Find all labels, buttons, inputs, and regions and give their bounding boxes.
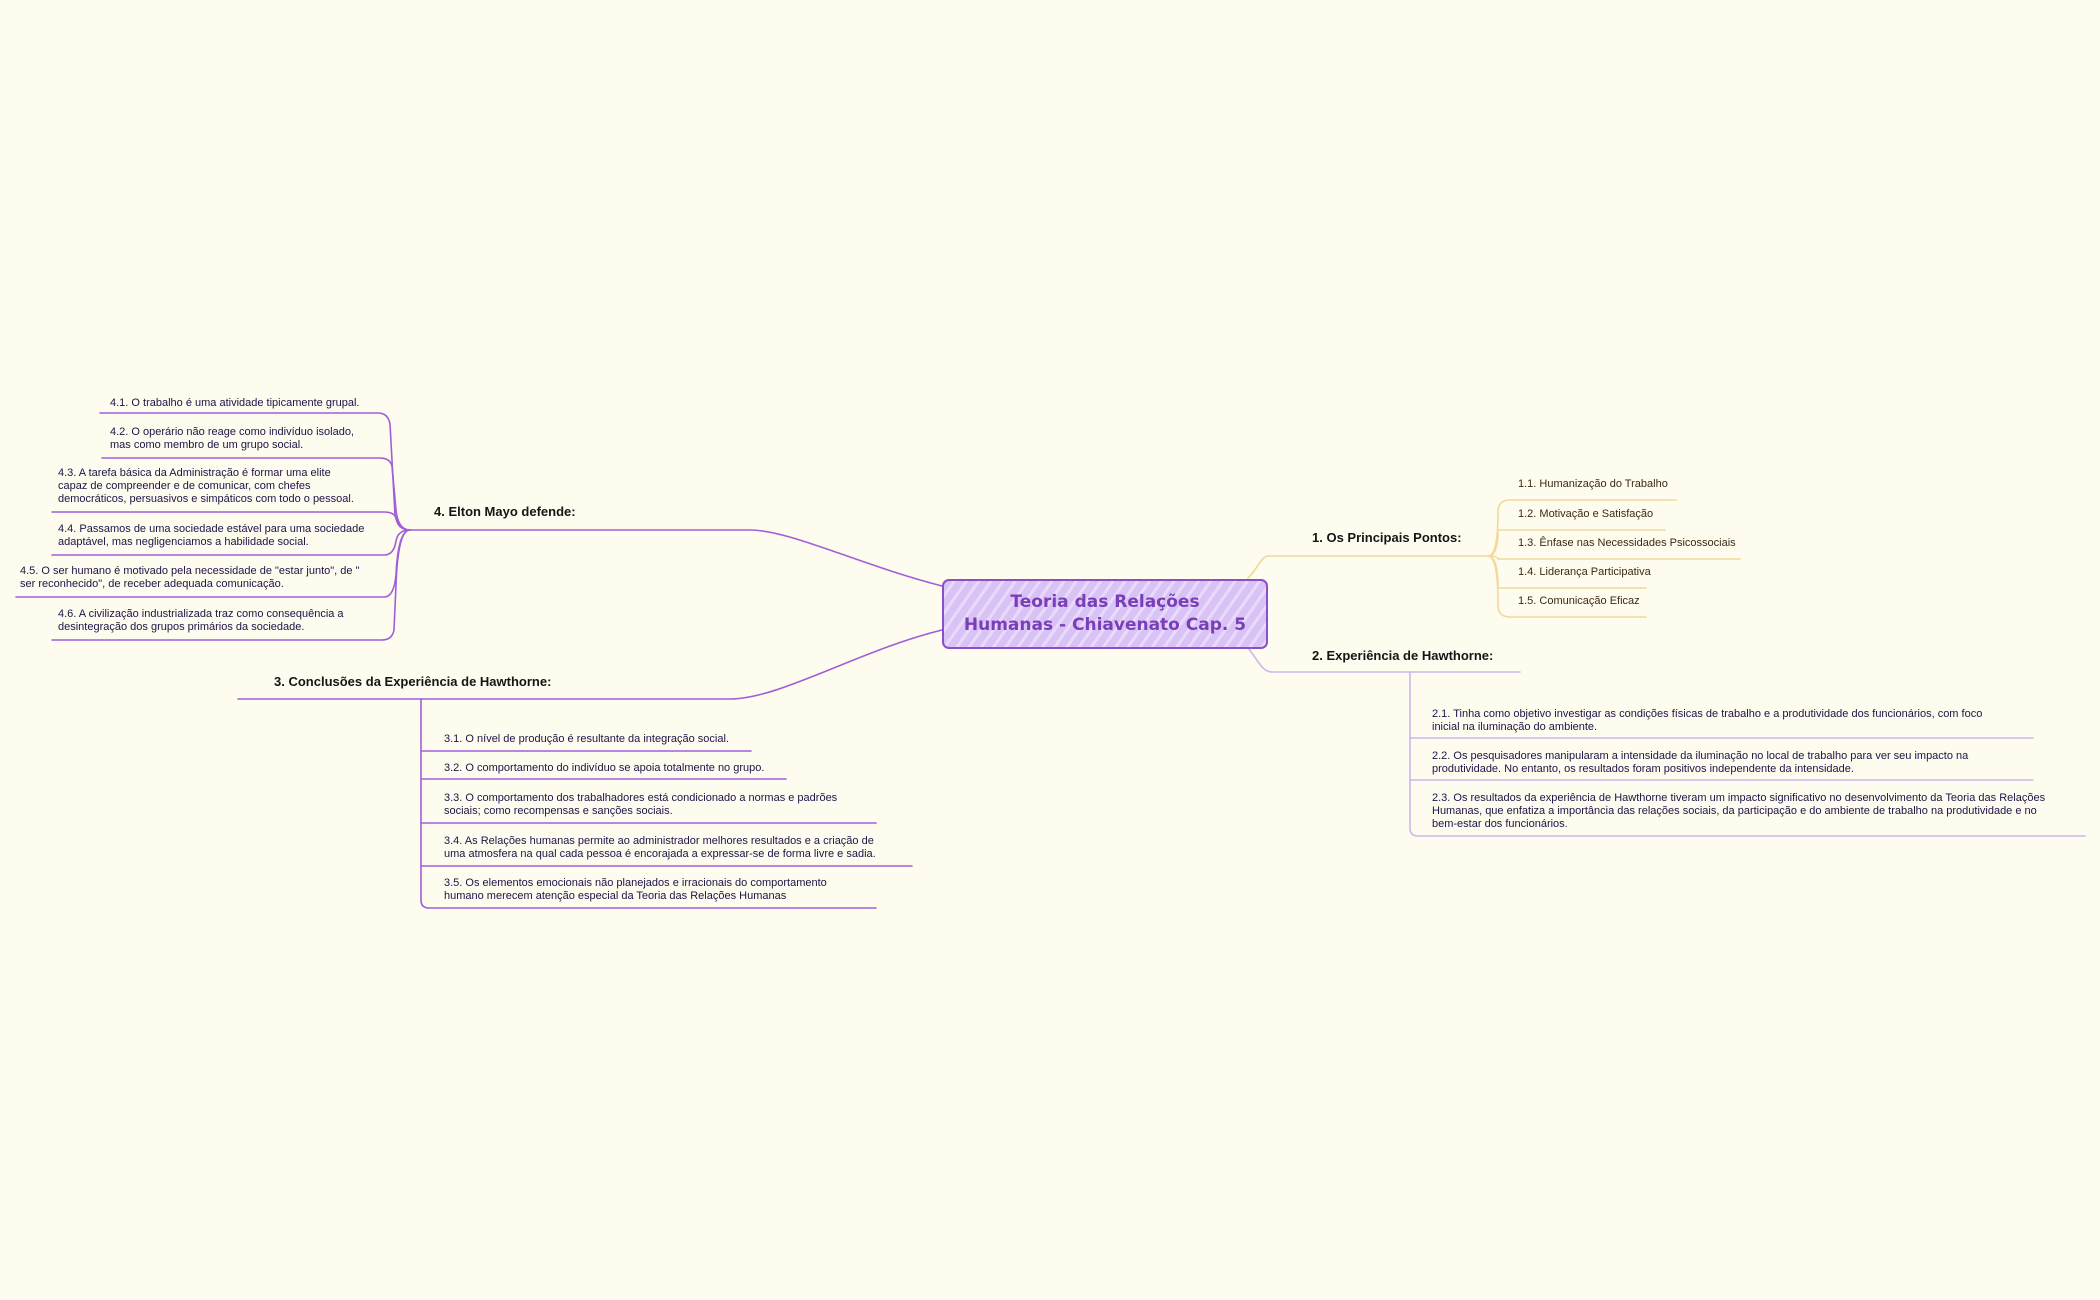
branch-4-title[interactable]: 4. Elton Mayo defende: (434, 504, 576, 519)
item-line: 2.3. Os resultados da experiência de Haw… (1432, 792, 2046, 804)
branch-1-item[interactable]: 1.2. Motivação e Satisfação (1518, 508, 1654, 520)
item-line: inicial na iluminação do ambiente. (1432, 721, 1598, 733)
branch-2-item[interactable]: 2.3. Os resultados da experiência de Haw… (1432, 792, 2045, 831)
item-line: humano merecem atenção especial da Teori… (444, 890, 787, 902)
branch-4-item[interactable]: 4.5. O ser humano é motivado pela necess… (20, 565, 359, 591)
central-topic-label: Teoria das Relações Humanas - Chiavenato… (963, 592, 1247, 635)
item-line: adaptável, mas negligenciamos a habilida… (58, 536, 309, 548)
branch-1-item[interactable]: 1.4. Liderança Participativa (1518, 566, 1651, 578)
branch-2-item[interactable]: 2.2. Os pesquisadores manipularam a inte… (1432, 750, 1968, 776)
branch-4-item[interactable]: 4.3. A tarefa básica da Administração é … (58, 467, 354, 506)
branch-3-item[interactable]: 3.4. As Relações humanas permite ao admi… (444, 835, 876, 861)
item-line: 3.3. O comportamento dos trabalhadores e… (444, 792, 838, 804)
branch-3-title[interactable]: 3. Conclusões da Experiência de Hawthorn… (274, 674, 552, 689)
item-line: ser reconhecido", de receber adequada co… (20, 578, 284, 590)
branch-2-title[interactable]: 2. Experiência de Hawthorne: (1312, 648, 1494, 663)
branch-4-item[interactable]: 4.2. O operário não reage como indivíduo… (110, 426, 354, 452)
branch-1-item[interactable]: 1.3. Ênfase nas Necessidades Psicossocia… (1518, 537, 1736, 549)
item-line: 2.1. Tinha como objetivo investigar as c… (1432, 708, 1983, 720)
item-line: produtividade. No entanto, os resultados… (1432, 763, 1854, 775)
item-line: 3.1. O nível de produção é resultante da… (444, 733, 729, 745)
connector-b4-item (51, 529, 411, 556)
branch-1-title[interactable]: 1. Os Principais Pontos: (1312, 530, 1462, 545)
item-line: democráticos, persuasivos e simpáticos c… (58, 493, 354, 505)
connector-b2-item (1409, 671, 2086, 837)
item-line: 4.3. A tarefa básica da Administração é … (58, 467, 331, 479)
branch-3-item[interactable]: 3.5. Os elementos emocionais não planeja… (444, 877, 827, 903)
item-line: 4.4. Passamos de uma sociedade estável p… (58, 523, 365, 535)
branch-3-item[interactable]: 3.2. O comportamento do indivíduo se apo… (444, 762, 764, 775)
item-line: 4.6. A civilização industrializada traz … (58, 608, 344, 620)
item-line: bem-estar dos funcionários. (1432, 818, 1568, 830)
branch-2-item[interactable]: 2.1. Tinha como objetivo investigar as c… (1432, 708, 1982, 734)
item-line: sociais; como recompensas e sanções soci… (444, 805, 673, 817)
branch-4-item[interactable]: 4.4. Passamos de uma sociedade estável p… (58, 523, 364, 549)
connector-b1 (1247, 555, 1489, 579)
item-line: 3.2. O comportamento do indivíduo se apo… (444, 762, 765, 774)
item-line: 3.4. As Relações humanas permite ao admi… (444, 835, 874, 847)
branch-3-item[interactable]: 3.1. O nível de produção é resultante da… (444, 733, 729, 746)
branch-4-item[interactable]: 4.6. A civilização industrializada traz … (58, 608, 344, 634)
item-line: 4.2. O operário não reage como indivíduo… (110, 426, 354, 438)
item-line: 4.5. O ser humano é motivado pela necess… (20, 565, 360, 577)
connector-b2 (1247, 647, 1521, 673)
connector-b4 (409, 529, 943, 587)
connector-b1-item (1487, 499, 1677, 557)
connector-b4-item (51, 511, 411, 531)
branch-3-item[interactable]: 3.3. O comportamento dos trabalhadores e… (444, 792, 837, 818)
connector-b1-item (1487, 555, 1741, 560)
item-line: capaz de compreender e de comunicar, com… (58, 480, 311, 492)
branch-1-item[interactable]: 1.1. Humanização do Trabalho (1518, 478, 1668, 490)
connector-b3-item (420, 698, 877, 909)
item-line: 3.5. Os elementos emocionais não planeja… (444, 877, 827, 889)
item-line: 4.1. O trabalho é uma atividade tipicame… (110, 397, 360, 409)
item-line: Humanas, que enfatiza a importância das … (1432, 805, 2037, 817)
item-line: uma atmosfera na qual cada pessoa é enco… (444, 848, 876, 860)
connector-b4-item (101, 457, 411, 531)
central-topic[interactable]: Teoria das Relações Humanas - Chiavenato… (942, 579, 1268, 649)
connector-b3 (237, 629, 943, 700)
item-line: desintegração dos grupos primários da so… (58, 621, 305, 633)
branch-4-item[interactable]: 4.1. O trabalho é uma atividade tipicame… (110, 397, 359, 410)
item-line: mas como membro de um grupo social. (110, 439, 304, 451)
connector-b1-item (1487, 555, 1647, 618)
connector-b4-item (51, 529, 411, 641)
branch-1-item[interactable]: 1.5. Comunicação Eficaz (1518, 595, 1640, 607)
item-line: 2.2. Os pesquisadores manipularam a inte… (1432, 750, 1969, 762)
